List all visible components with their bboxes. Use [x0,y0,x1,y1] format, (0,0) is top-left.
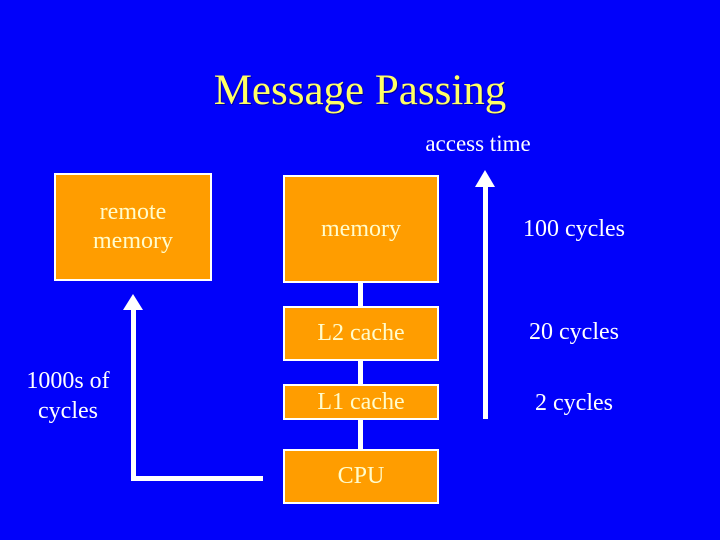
cycles-label-remote: 1000s of cycles [26,368,110,424]
l2-cache-box: L2 cache [283,306,439,361]
cycles-label-l1: 2 cycles [535,390,613,416]
memory-label: memory [321,215,401,242]
cycles-label-l2: 20 cycles [529,319,619,345]
connector-memory-l2 [358,283,363,306]
cpu-box: CPU [283,449,439,504]
arrow-up-icon [475,170,495,187]
arrow-shaft [483,186,488,419]
arrow-elbow-segment [131,476,263,481]
l2-cache-label: L2 cache [317,320,405,346]
connector-l2-l1 [358,361,363,384]
cpu-label: CPU [337,463,385,489]
access-time-heading: access time [425,131,531,156]
l1-cache-box: L1 cache [283,384,439,420]
arrow-up-icon [123,294,143,310]
slide-title: Message Passing [213,67,507,114]
cycles-label-memory: 100 cycles [523,216,625,242]
remote-memory-box: remote memory [54,173,212,281]
arrow-shaft [131,309,136,481]
connector-l1-cpu [358,420,363,449]
l1-cache-label: L1 cache [317,388,405,415]
remote-memory-label: remote memory [93,199,173,254]
memory-box: memory [283,175,439,283]
